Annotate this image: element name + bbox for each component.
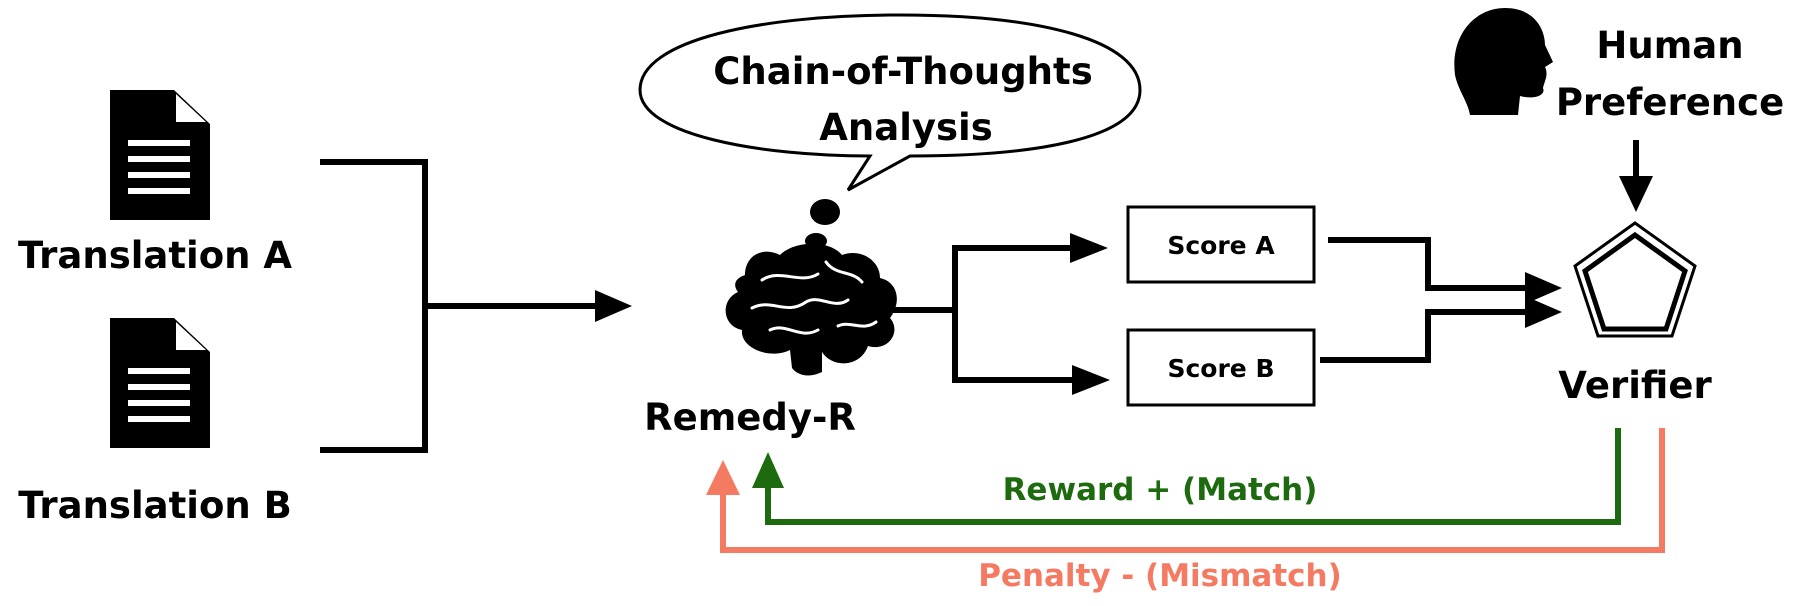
reward-arrowhead	[752, 452, 784, 488]
human-head-icon	[1454, 8, 1553, 115]
human-preference-line-2: Preference	[1556, 81, 1784, 124]
pentagon-verifier-icon	[1573, 221, 1697, 338]
arrowhead	[1619, 176, 1653, 212]
score-a-box: Score A	[1126, 205, 1316, 284]
score-b-label: Score B	[1167, 354, 1274, 383]
document-icon	[110, 318, 210, 448]
penalty-label: Penalty - (Mismatch)	[978, 558, 1342, 594]
penalty-arrowhead	[706, 460, 740, 495]
thought-line-2: Analysis	[819, 106, 992, 149]
verifier-label: Verifier	[1558, 364, 1712, 407]
translation-a-label: Translation A	[18, 234, 292, 277]
translation-b-label: Translation B	[18, 484, 292, 527]
reward-feedback-path	[765, 428, 1621, 525]
penalty-feedback-path	[720, 428, 1665, 553]
reward-label: Reward + (Match)	[1003, 472, 1318, 508]
model-name-label: Remedy-R	[644, 396, 856, 439]
human-preference-line-1: Human	[1596, 24, 1743, 67]
arrowhead	[1525, 272, 1562, 304]
brain-icon	[725, 243, 897, 376]
document-icon	[110, 90, 210, 220]
verifier-input-connector	[1320, 237, 1530, 363]
arrowhead	[1072, 365, 1110, 395]
score-branch-connector	[855, 245, 1080, 383]
arrowhead	[1070, 233, 1108, 263]
score-b-box: Score B	[1126, 328, 1316, 407]
thought-bubble: Chain-of-Thoughts Analysis	[638, 13, 1142, 273]
score-a-label: Score A	[1167, 231, 1275, 260]
arrowhead	[1525, 296, 1562, 328]
thought-line-1: Chain-of-Thoughts	[713, 50, 1093, 93]
input-merge-bracket	[320, 159, 600, 453]
arrowhead	[595, 290, 632, 322]
